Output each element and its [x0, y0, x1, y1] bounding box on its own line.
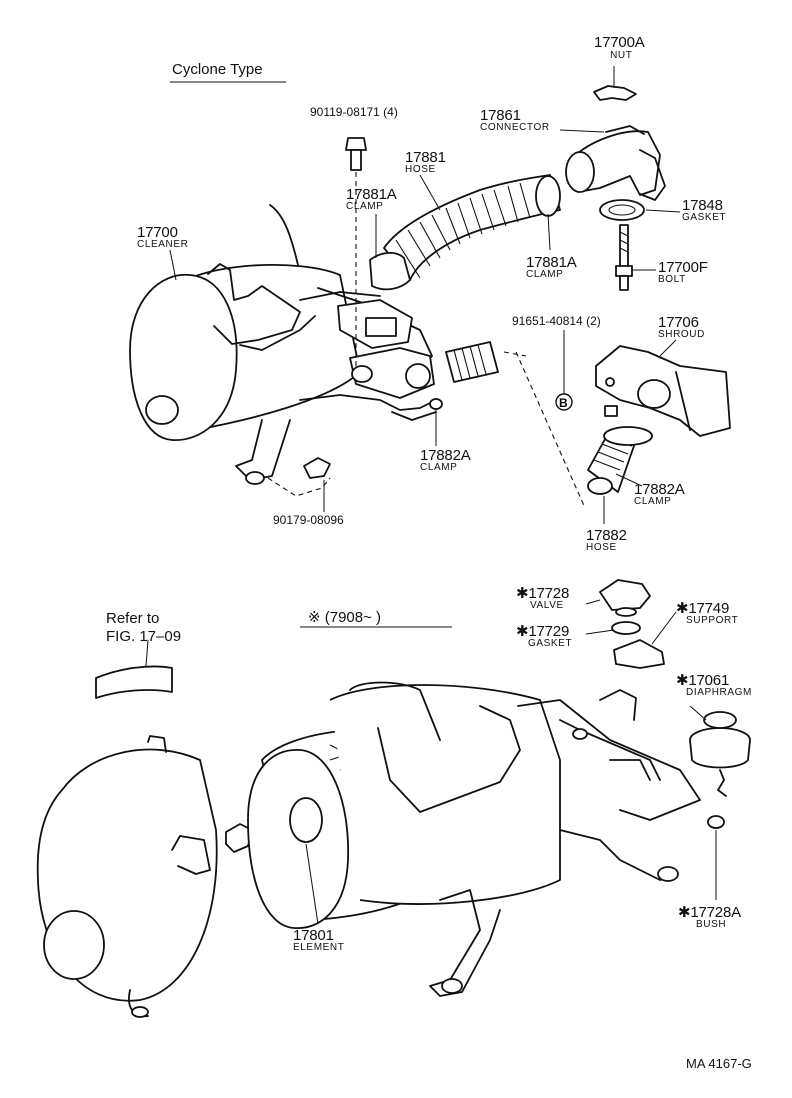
support-17749 [613, 639, 665, 669]
valve-17728 [599, 579, 651, 617]
part-number: ✱17728A [678, 904, 741, 921]
reference-sheet [95, 665, 173, 699]
part-number: 17801 [293, 927, 334, 944]
part-name: SUPPORT [686, 615, 739, 626]
part-number: 91651-40814 (2) [512, 314, 601, 328]
part-17882A-right: 17882A CLAMP [634, 482, 685, 507]
part-number: 17706 [658, 314, 699, 331]
reference-note: Refer to FIG. 17–09 [106, 610, 181, 646]
part-number: 17848 [682, 197, 723, 214]
part-17861: 17861 CONNECTOR [480, 108, 550, 133]
part-number: ✱17728 [516, 585, 570, 602]
diagram-title: Cyclone Type [172, 61, 263, 78]
part-number: 17881A [346, 186, 397, 203]
part-name: VALVE [530, 600, 564, 611]
part-name: BUSH [696, 919, 727, 930]
part-17728A: ✱17728A BUSH [678, 905, 741, 930]
part-number: 17882A [634, 481, 685, 498]
hose-17882-lower [587, 405, 653, 495]
bush-17728A [707, 815, 725, 829]
part-name: HOSE [586, 542, 617, 553]
part-name: CLEANER [137, 239, 189, 250]
bolt-90119 [345, 137, 367, 370]
part-17881A-mid: 17881A CLAMP [526, 255, 577, 280]
cleaner-rod [269, 204, 299, 266]
part-17882A-left: 17882A CLAMP [420, 448, 471, 473]
part-number: 17882 [586, 527, 627, 544]
part-number: 17700A [594, 34, 645, 51]
part-name: CLAMP [526, 269, 564, 280]
part-number: 90179-08096 [273, 513, 344, 527]
part-name: HOSE [405, 164, 436, 175]
shroud-17706 [595, 345, 731, 437]
gasket-17729 [611, 621, 641, 635]
part-91651: 91651-40814 (2) [512, 315, 601, 327]
part-17061: ✱17061 DIAPHRAGM [676, 673, 752, 698]
callout-b-symbol: B [559, 396, 568, 410]
part-number: ✱17729 [516, 623, 570, 640]
part-name: CLAMP [420, 462, 458, 473]
part-name: CLAMP [346, 201, 384, 212]
part-name: BOLT [658, 274, 686, 285]
part-17728: ✱17728 VALVE [516, 586, 569, 611]
part-number: ✱17061 [676, 672, 730, 689]
part-number: 17861 [480, 107, 521, 124]
part-name: ELEMENT [293, 942, 345, 953]
part-name: GASKET [528, 638, 573, 649]
part-number: 17700F [658, 259, 708, 276]
part-17700A: 17700A NUT [594, 35, 645, 61]
leader-lines-upper [169, 66, 681, 524]
connector-17861 [565, 125, 666, 201]
part-name: DIAPHRAGM [686, 687, 752, 698]
part-17700: 17700 CLEANER [137, 225, 188, 250]
drawing-code: MA 4167-G [686, 1056, 752, 1071]
part-17881A-top: 17881A CLAMP [346, 187, 397, 212]
part-17801: 17801 ELEMENT [293, 928, 344, 953]
bolt-17700F [615, 224, 633, 291]
part-number: ✱17749 [676, 600, 730, 617]
part-90179: 90179-08096 [273, 514, 344, 526]
part-number: 17881 [405, 149, 446, 166]
gasket-17848 [599, 199, 645, 221]
hose-17881 [369, 174, 561, 291]
air-cleaner-17700 [129, 263, 437, 485]
clamp-90179 [303, 457, 331, 479]
part-number: 17881A [526, 254, 577, 271]
variant-note: ※ (7908~ ) [308, 609, 382, 626]
part-name: SHROUD [658, 329, 705, 340]
part-17881: 17881 HOSE [405, 150, 446, 175]
part-17749: ✱17749 SUPPORT [676, 601, 738, 626]
part-number: 17882A [420, 447, 471, 464]
part-number: 90119-08171 (4) [310, 105, 398, 119]
hose-17882-upper [445, 341, 586, 509]
diaphragm-17061 [689, 711, 751, 797]
end-cover [36, 735, 218, 1018]
nut-17700A [593, 85, 637, 101]
part-name: CLAMP [634, 496, 672, 507]
part-17700F: 17700F BOLT [658, 260, 708, 285]
part-name: NUT [610, 50, 633, 61]
cleaner-case [329, 681, 701, 997]
reference-line-2: FIG. 17–09 [106, 628, 182, 645]
wing-nut [225, 823, 253, 853]
part-17848: 17848 GASKET [682, 198, 726, 223]
part-90119: 90119-08171 (4) [310, 106, 398, 118]
part-17882: 17882 HOSE [586, 528, 627, 553]
reference-line-1: Refer to [106, 610, 160, 627]
part-17729: ✱17729 GASKET [516, 624, 572, 649]
part-number: 17700 [137, 224, 178, 241]
part-17706: 17706 SHROUD [658, 315, 705, 340]
part-name: GASKET [682, 212, 727, 223]
part-name: CONNECTOR [480, 122, 550, 133]
leader-lines-lower [305, 599, 717, 925]
